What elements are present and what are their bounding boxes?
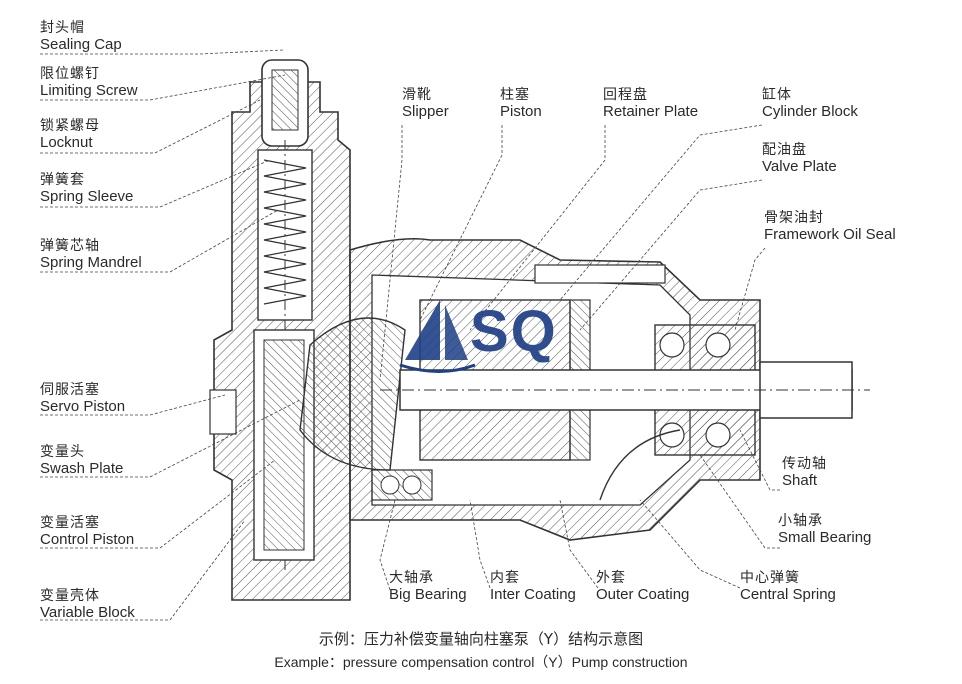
label-cn: 大轴承 (389, 570, 434, 586)
label-spring-sleeve: 弹簧套 Spring Sleeve (40, 172, 133, 205)
label-cn: 骨架油封 (764, 210, 824, 226)
label-cn: 弹簧套 (40, 172, 85, 188)
label-cn: 传动轴 (782, 456, 827, 472)
label-small-bearing: 小轴承 Small Bearing (778, 513, 871, 546)
label-en: Shaft (782, 472, 818, 490)
label-big-bearing: 大轴承 Big Bearing (389, 570, 467, 603)
label-servo-piston: 伺服活塞 Servo Piston (40, 382, 125, 415)
label-en: Servo Piston (40, 398, 126, 416)
label-central-spring: 中心弹簧 Central Spring (740, 570, 836, 603)
variable-block (209, 59, 351, 601)
label-en: Retainer Plate (603, 103, 699, 121)
label-cn: 锁紧螺母 (40, 118, 100, 134)
label-limiting-screw: 限位螺钉 Limiting Screw (40, 66, 138, 99)
label-framework-oil-seal: 骨架油封 Framework Oil Seal (764, 210, 896, 243)
bolt-shape (534, 264, 666, 284)
label-en: Small Bearing (778, 529, 872, 547)
label-en: Locknut (40, 134, 93, 152)
sq-logo-text: SQ (470, 299, 558, 364)
sq-logo-mark (399, 300, 476, 373)
label-cn: 变量活塞 (40, 515, 100, 531)
small-bearing-ball (659, 332, 685, 358)
label-swash-plate: 变量头 Swash Plate (40, 444, 123, 477)
swash-plate-shape (299, 317, 406, 471)
label-inter-coating: 内套 Inter Coating (490, 570, 576, 603)
label-cn: 内套 (490, 570, 520, 586)
label-valve-plate: 配油盘 Valve Plate (762, 142, 837, 175)
label-en: Central Spring (740, 586, 836, 604)
label-cn: 变量头 (40, 444, 85, 460)
label-control-piston: 变量活塞 Control Piston (40, 515, 134, 548)
label-en: Inter Coating (490, 586, 576, 604)
caption-english: Example：pressure compensation control（Y）… (274, 654, 688, 670)
label-en: Piston (500, 103, 542, 121)
label-retainer-plate: 回程盘 Retainer Plate (603, 87, 698, 120)
label-cn: 伺服活塞 (40, 382, 100, 398)
label-cylinder-block: 缸体 Cylinder Block (762, 87, 858, 120)
label-en: Spring Mandrel (40, 254, 142, 272)
label-en: Valve Plate (762, 158, 837, 176)
label-en: Variable Block (40, 604, 135, 622)
label-en: Spring Sleeve (40, 188, 134, 206)
label-cn: 变量壳体 (40, 588, 100, 604)
label-en: Framework Oil Seal (764, 226, 896, 244)
label-shaft: 传动轴 Shaft (782, 456, 827, 489)
label-en: Control Piston (40, 531, 135, 549)
label-en: Sealing Cap (40, 36, 122, 54)
label-cn: 中心弹簧 (740, 570, 800, 586)
servo-piston-shape (209, 389, 237, 435)
label-slipper: 滑靴 Slipper (402, 87, 449, 120)
label-cn: 缸体 (762, 87, 792, 103)
label-en: Cylinder Block (762, 103, 858, 121)
label-en: Outer Coating (596, 586, 690, 604)
pump-casing (299, 237, 870, 541)
caption-chinese: 示例：压力补偿变量轴向柱塞泵（Y）结构示意图 (318, 630, 644, 648)
label-variable-block: 变量壳体 Variable Block (40, 588, 135, 621)
label-cn: 外套 (596, 570, 626, 586)
label-cn: 滑靴 (402, 87, 432, 103)
label-en: Limiting Screw (40, 82, 138, 100)
label-en: Big Bearing (389, 586, 467, 604)
label-spring-mandrel: 弹簧芯轴 Spring Mandrel (40, 238, 142, 271)
label-cn: 小轴承 (778, 513, 823, 529)
label-cn: 封头帽 (40, 20, 85, 36)
label-locknut: 锁紧螺母 Locknut (40, 118, 100, 151)
label-sealing-cap: 封头帽 Sealing Cap (40, 20, 122, 53)
spring-coil (263, 159, 307, 305)
label-outer-coating: 外套 Outer Coating (596, 570, 689, 603)
label-cn: 配油盘 (762, 142, 807, 158)
label-cn: 限位螺钉 (40, 66, 100, 82)
label-cn: 回程盘 (603, 87, 648, 103)
label-piston: 柱塞 Piston (500, 87, 542, 120)
label-cn: 弹簧芯轴 (40, 238, 100, 254)
label-en: Swash Plate (40, 460, 124, 478)
label-cn: 柱塞 (500, 87, 530, 103)
label-en: Slipper (402, 103, 449, 121)
leader-lines (40, 49, 780, 621)
